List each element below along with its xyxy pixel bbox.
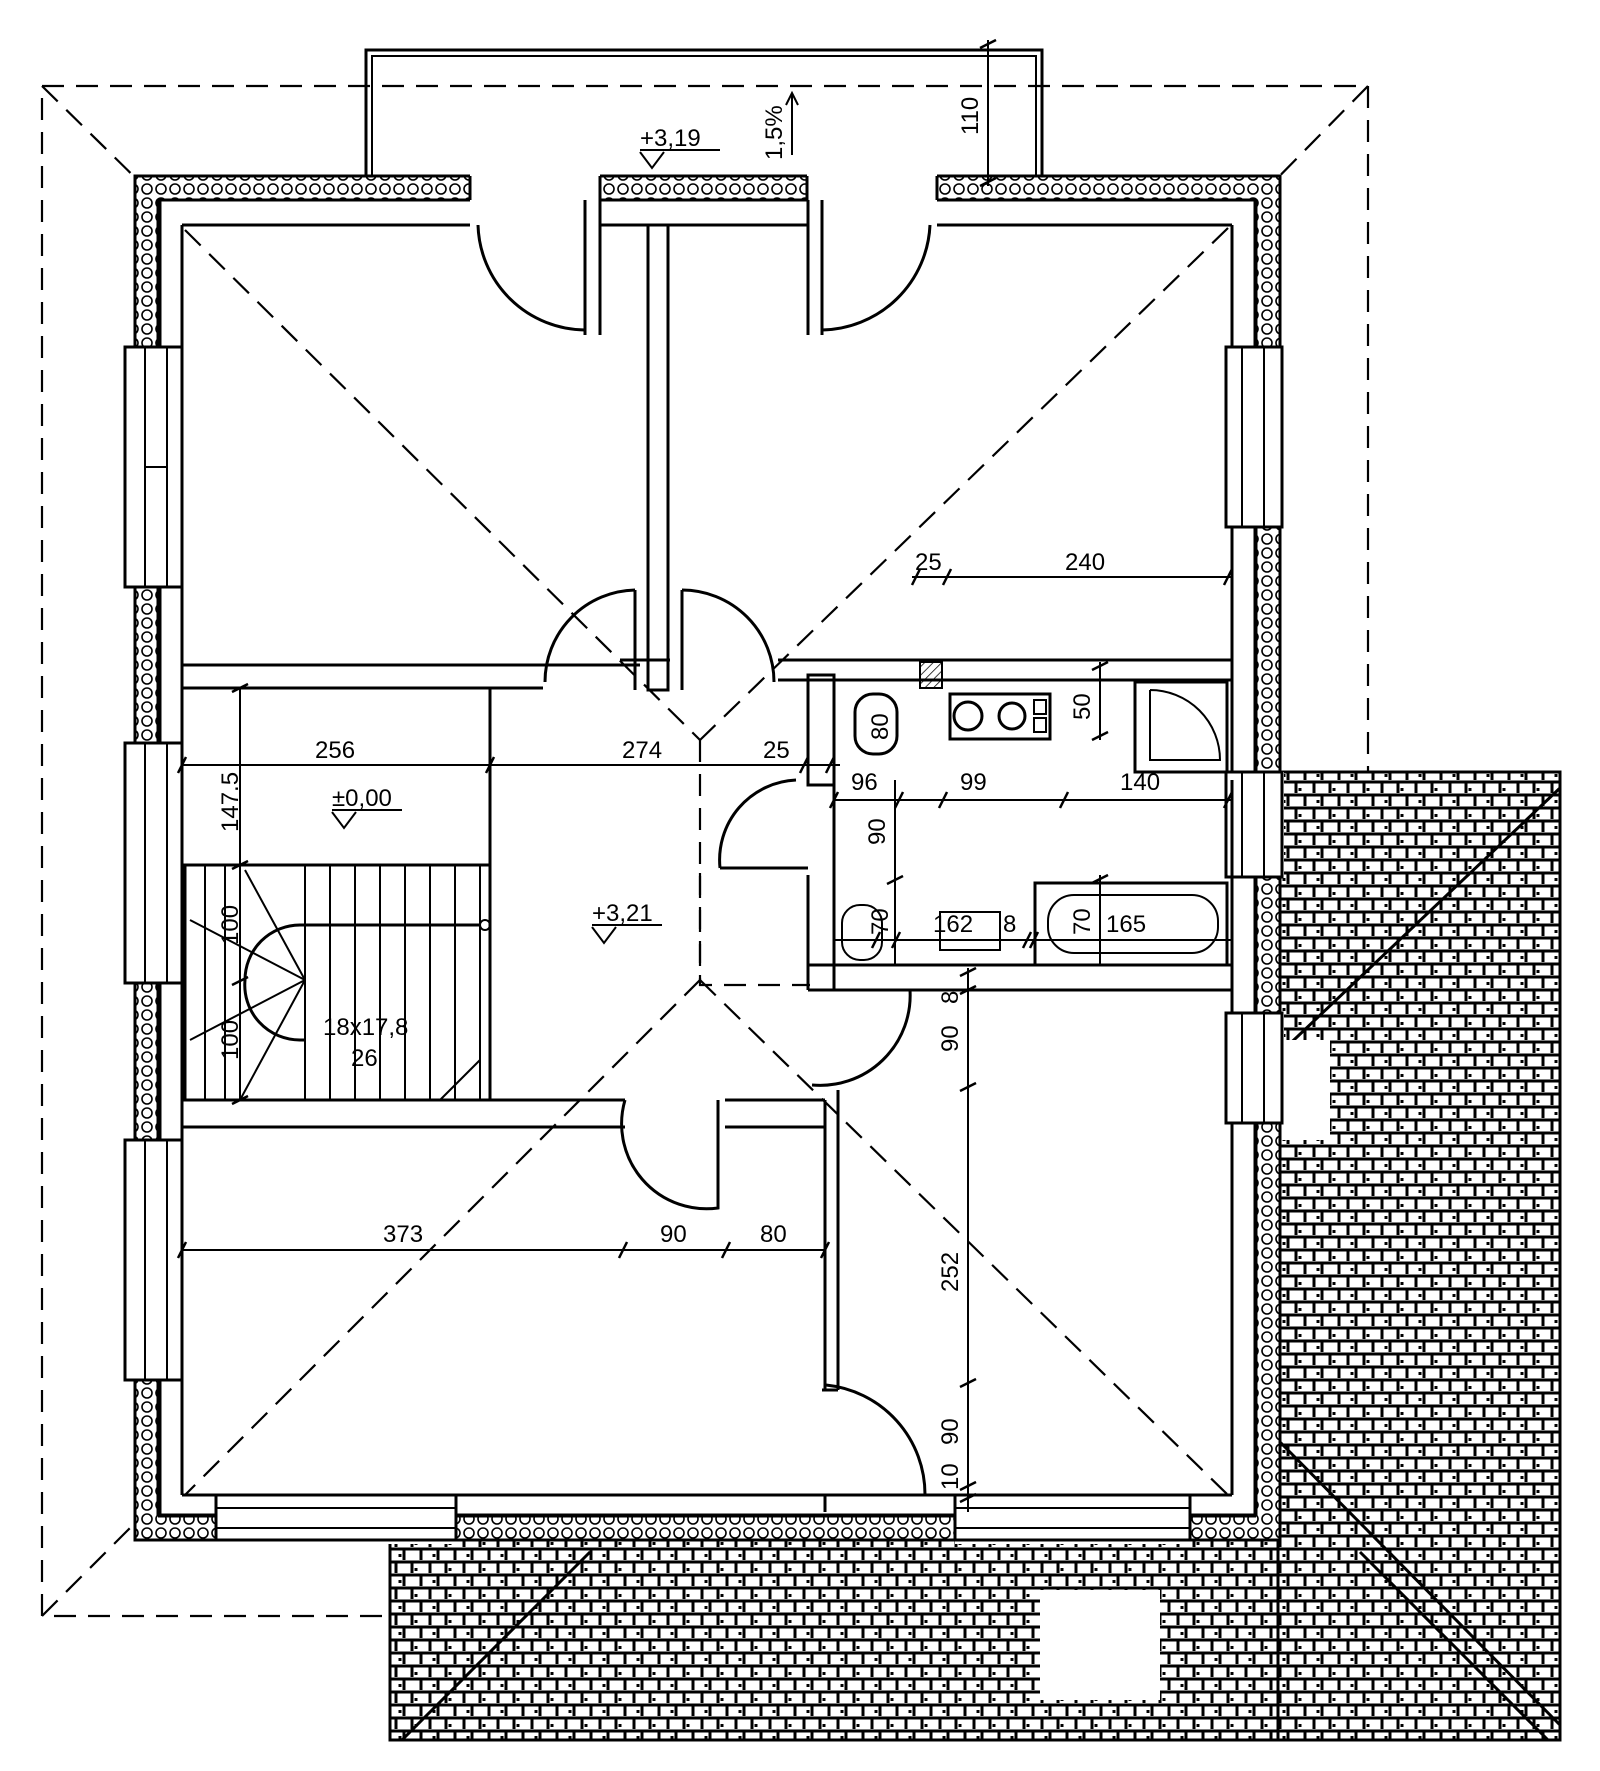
dim-room-se-d: 90 [937, 1418, 964, 1445]
level-label-hall: +3,21 [592, 900, 653, 927]
dim-wc-width: 80 [867, 713, 894, 740]
dim-room-se-b: 90 [937, 1025, 964, 1052]
window-south-2 [953, 1493, 1192, 1542]
lower-roof-east [1276, 770, 1562, 1742]
window-east-2 [1224, 770, 1284, 879]
dim-room-se-a: 8 [937, 991, 964, 1004]
stair-step-label: 18x17,8 [323, 1014, 408, 1041]
bathroom-fixtures [841, 661, 1229, 967]
window-south-1 [214, 1493, 458, 1542]
dim-stair-depth: 147.5 [217, 772, 244, 832]
dimension-lines [176, 38, 1234, 1512]
ceiling-diagonals [184, 227, 1520, 1612]
level-label-balcony: +3,19 [640, 125, 701, 152]
dim-room-ne-a: 25 [915, 549, 942, 576]
level-marker-hall [591, 924, 662, 945]
dim-basin-a: 70 [867, 908, 894, 935]
dim-room-se-e: 10 [937, 1463, 964, 1490]
dim-basin-gap: 8 [1003, 911, 1016, 938]
staircase [183, 863, 492, 1102]
dim-stair-b: 100 [217, 1020, 244, 1060]
dim-hall-c: 25 [763, 737, 790, 764]
dim-room-se-c: 252 [937, 1252, 964, 1292]
lower-roof-south [388, 1040, 1550, 1742]
external-walls [133, 174, 1282, 1542]
level-marker-landing [331, 809, 402, 830]
dim-tub-a: 70 [1069, 908, 1096, 935]
window-west-2 [123, 741, 184, 985]
dim-hall-b: 274 [622, 737, 662, 764]
dim-balcony-depth: 110 [957, 97, 984, 135]
dim-shower-side: 50 [1069, 693, 1096, 720]
dim-room-ne-b: 240 [1065, 549, 1105, 576]
wall-openings [123, 172, 1284, 1544]
level-label-landing: ±0,00 [332, 785, 392, 812]
window-west-1 [123, 345, 184, 589]
doors [476, 224, 932, 1496]
slope-label: 1,5% [761, 105, 788, 160]
dim-hall-a: 256 [315, 737, 355, 764]
slope-arrow [785, 90, 799, 155]
window-west-3 [123, 1138, 184, 1382]
balcony [364, 48, 1044, 176]
stair-count-label: 26 [351, 1045, 378, 1072]
dim-room-sw-a: 373 [383, 1221, 423, 1248]
window-east-3 [1224, 1011, 1284, 1125]
dim-stair-a: 100 [217, 905, 244, 945]
internal-walls [182, 200, 1234, 1512]
dim-bath-depth: 90 [864, 818, 891, 845]
window-east-1 [1224, 345, 1284, 529]
dim-room-sw-b: 90 [660, 1221, 687, 1248]
dim-tub-b: 165 [1106, 911, 1146, 938]
dim-bath-c: 140 [1120, 769, 1160, 796]
dim-room-sw-c: 80 [760, 1221, 787, 1248]
dim-bath-b: 99 [960, 769, 987, 796]
level-marker-balcony [639, 149, 720, 170]
dim-bath-a: 96 [851, 769, 878, 796]
dim-basin-b: 162 [933, 911, 973, 938]
